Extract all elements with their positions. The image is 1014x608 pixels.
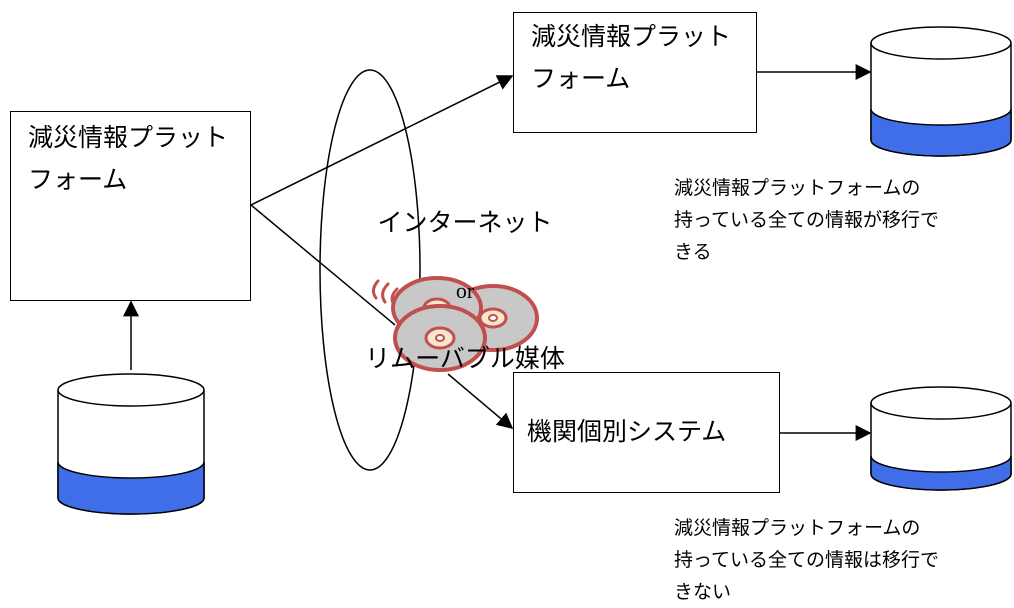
agency-system-label: 機関個別システム xyxy=(527,417,727,446)
transfer-line-removable-media: リムーバブル媒体 xyxy=(365,344,565,373)
target-platform-box: 減災情報プラット フォーム xyxy=(513,12,757,133)
database-icon xyxy=(870,386,1012,491)
transfer-line-or: or xyxy=(455,278,475,303)
full-migration-note: 減災情報プラットフォームの 持っている全ての情報が移行で きる xyxy=(674,177,940,263)
agency-system-box: 機関個別システム xyxy=(513,372,780,493)
transfer-line-internet: インターネット xyxy=(377,208,553,237)
transfer-channel-ellipse xyxy=(319,69,421,471)
source-platform-label: 減災情報プラット フォーム xyxy=(28,123,229,194)
database-icon xyxy=(870,26,1012,157)
target-platform-label: 減災情報プラット フォーム xyxy=(531,22,732,93)
database-icon xyxy=(57,373,205,515)
optical-disc-icon xyxy=(371,276,539,372)
source-platform-box: 減災情報プラット フォーム xyxy=(10,111,251,301)
transfer-method-label: インターネット or リムーバブル媒体 xyxy=(345,172,585,410)
arrow-media-to-agency-system xyxy=(447,373,514,430)
partial-migration-note: 減災情報プラットフォームの 持っている全ての情報は移行で きない xyxy=(674,517,940,603)
connector-source-to-media xyxy=(250,204,396,326)
arrow-source-to-target-platform xyxy=(250,75,514,206)
